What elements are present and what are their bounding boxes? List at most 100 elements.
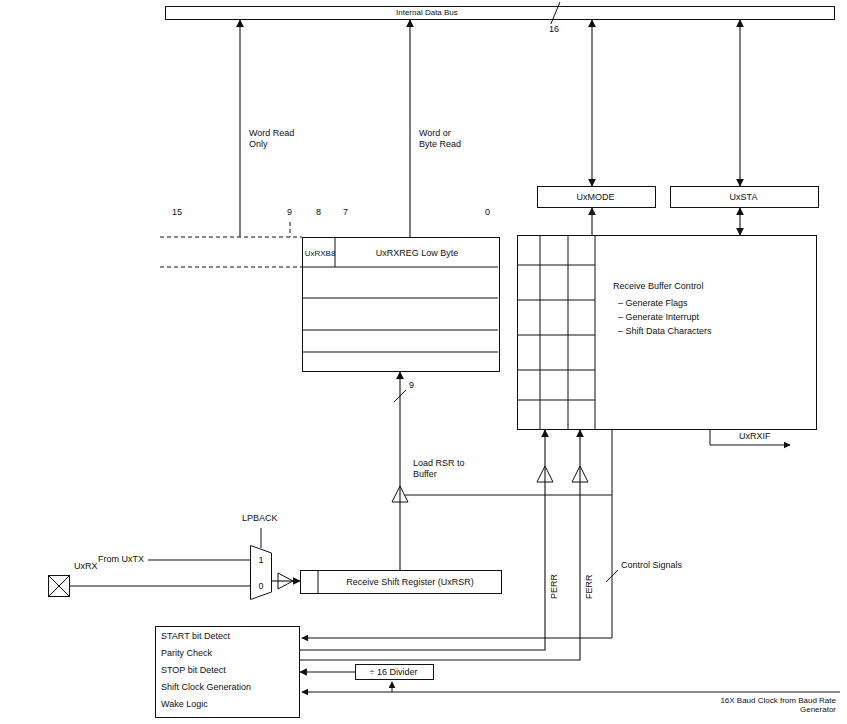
buffer-control-grid [517, 335, 595, 336]
control-logic-box: START bit DetectParity CheckSTOP bit Det… [155, 626, 300, 718]
bit-number: 15 [171, 207, 183, 218]
clock-source-note: 16X Baud Clock from Baud Rate Generator [690, 696, 837, 714]
connector [591, 208, 592, 235]
connector [70, 585, 250, 586]
buffer-control-grid [540, 235, 541, 430]
node-text: – Shift Data Characters [618, 326, 712, 337]
node-text: START bit Detect [161, 631, 230, 642]
signal-name: Control Signals [620, 560, 683, 571]
signal-name: UxRXIF [738, 431, 772, 442]
buffer-control-grid [517, 400, 595, 401]
upper-bits-dashed [160, 222, 302, 267]
connector [409, 20, 410, 237]
buffer-control-grid [517, 265, 595, 266]
loopback-wire [261, 528, 262, 548]
register-box: UxSTA [670, 186, 819, 208]
edge-label: FERR [584, 574, 595, 601]
connector [739, 208, 740, 235]
buffer-control-box: Receive Buffer Control – Generate Flags – … [517, 235, 817, 430]
data-bus: Internal Data Bus [165, 6, 835, 20]
node-text: Parity Check [161, 648, 212, 659]
rsr-bit-cell [318, 570, 319, 594]
mux-outline [251, 546, 272, 600]
fifo-grid [302, 267, 498, 268]
control-signals-wire [302, 430, 618, 638]
node-text: Receive Shift Register (UxRSR) [321, 577, 499, 588]
rsr-bit-cell [318, 570, 319, 594]
node-text: UxSTA [671, 192, 816, 203]
connector [300, 671, 355, 672]
node-text: Internal Data Bus [396, 8, 458, 18]
upper-bits-dashed [160, 237, 302, 238]
register-box: UxMODE [537, 186, 656, 208]
signal-name: From UxTX [97, 554, 145, 565]
bit-number: 0 [484, 207, 491, 218]
buffer-control-grid [568, 235, 569, 430]
node-text: 0 [250, 581, 272, 592]
baud-clock-wire [302, 682, 840, 692]
shift-register: Receive Shift Register (UxRSR) [300, 570, 502, 594]
connector [399, 372, 400, 570]
buffer-control-grid [517, 370, 595, 371]
interrupt-wire [710, 430, 790, 445]
bit-number: 9 [286, 207, 293, 218]
connector [591, 20, 592, 186]
loopback-wire [148, 560, 250, 561]
node-text: UxRXB8 [304, 248, 336, 259]
bit-number: 7 [342, 207, 349, 218]
upper-bits-dashed [160, 267, 302, 268]
buffer-control-grid [517, 235, 595, 430]
baud-clock-wire [302, 692, 840, 693]
node-text: 1 [250, 555, 272, 566]
fifo-grid [302, 352, 498, 353]
node-text: LPBACK [242, 513, 278, 524]
load-control-wire [405, 495, 612, 496]
bit-number: 8 [315, 207, 322, 218]
upper-bits-dashed [290, 222, 291, 237]
buffer-control-grid [595, 235, 596, 430]
pin-box [49, 576, 70, 597]
edge-label: Word or Byte Read [418, 128, 472, 150]
divider-box: ÷ 16 Divider [355, 664, 434, 680]
mux-outline [250, 545, 272, 600]
node-text: – Generate Flags [618, 298, 688, 309]
node-text: STOP bit Detect [161, 665, 226, 676]
node-text: UxRX [74, 561, 98, 572]
edge-label: Word Read Only [248, 128, 302, 150]
node-text: – Generate Interrupt [618, 312, 699, 323]
node-text: UxRXREG Low Byte [337, 248, 497, 259]
load-control-wire [405, 495, 612, 496]
connector [739, 20, 740, 186]
fifo-grid [302, 330, 498, 331]
input-pin: UxRX [48, 575, 70, 597]
node-text: UxMODE [538, 192, 653, 203]
fifo-grid [302, 237, 498, 352]
bus-width: 16 [548, 24, 560, 35]
loopback-wire [148, 528, 261, 560]
connector-layer [70, 20, 740, 672]
connector [300, 430, 580, 660]
baud-clock-wire [392, 682, 393, 692]
edge-label: Load RSR to Buffer [412, 458, 476, 480]
pin-outline [48, 575, 70, 597]
connector [300, 430, 545, 650]
interrupt-wire [710, 430, 790, 445]
control-signals-wire [302, 430, 612, 638]
edge-label: PERR [549, 573, 560, 600]
bus-width: 9 [408, 380, 415, 391]
connector [239, 20, 240, 237]
control-signals-wire [606, 570, 618, 582]
connector [272, 580, 300, 581]
loopback-mux: LPBACK10 [250, 545, 272, 600]
node-text: Receive Buffer Control [613, 281, 703, 292]
receive-fifo: UxRXB8UxRXREG Low Byte [302, 237, 500, 372]
node-text: ÷ 16 Divider [356, 667, 431, 678]
fifo-grid [302, 298, 498, 299]
node-text: Wake Logic [161, 699, 208, 710]
node-text: Shift Clock Generation [161, 682, 251, 693]
buffer-control-grid [517, 300, 595, 301]
